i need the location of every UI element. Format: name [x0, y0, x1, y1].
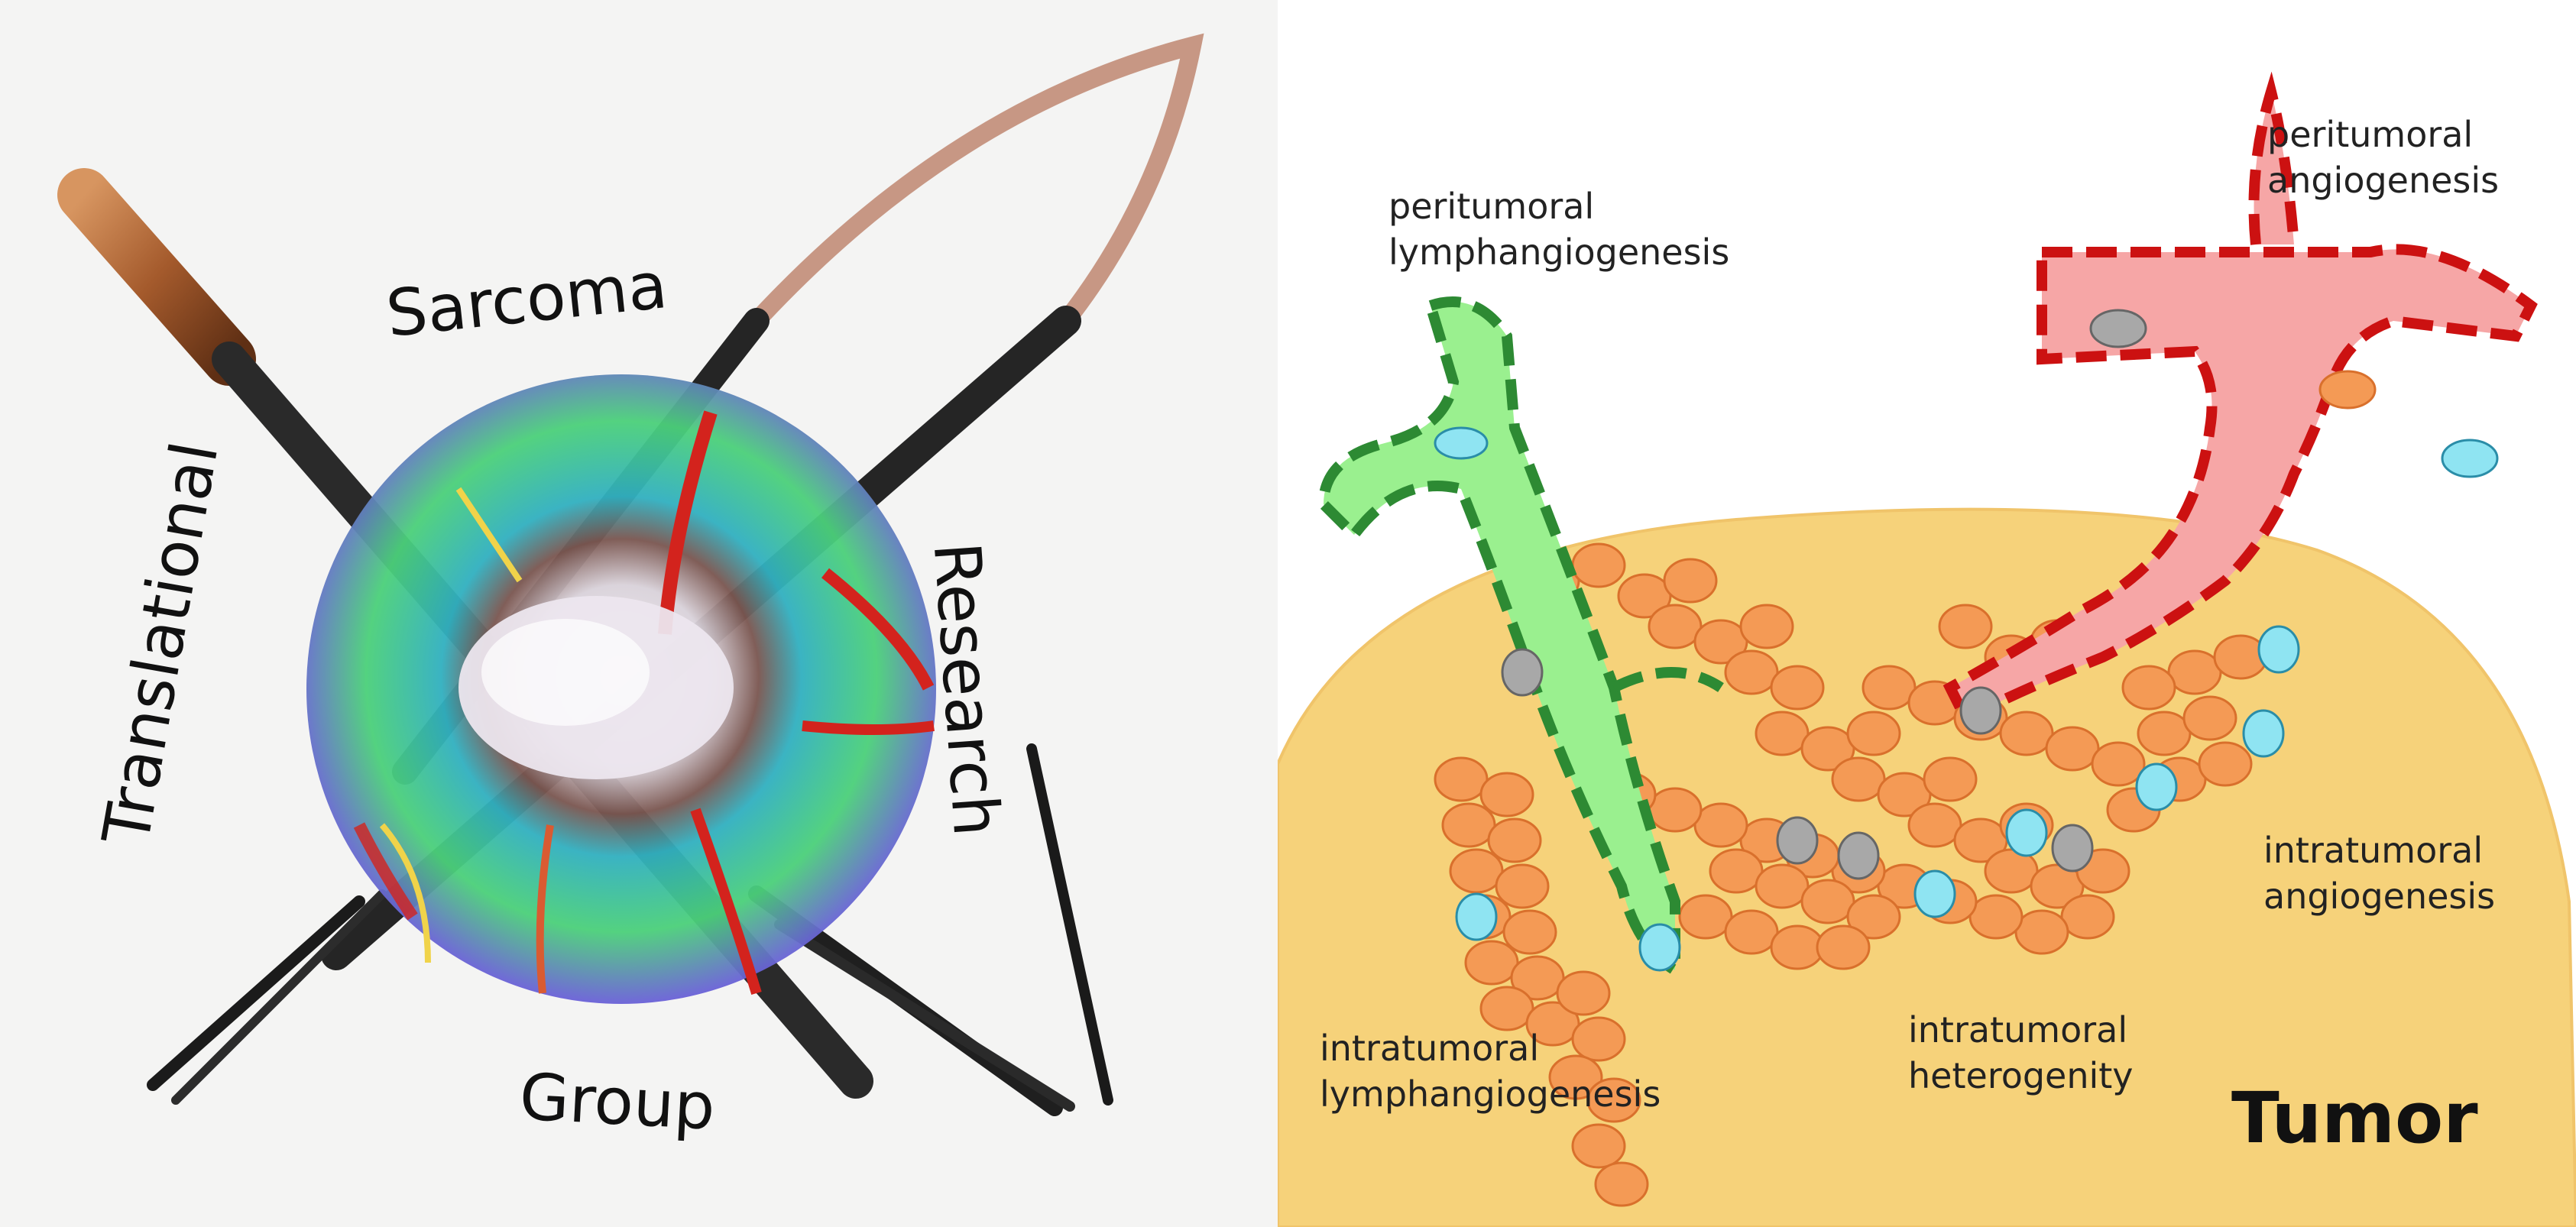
label-peritumoral-lymphangiogenesis: peritumoral lymphangiogenesis — [1388, 186, 1730, 273]
surgical-instruments-illustration — [57, 33, 1204, 1116]
label-intratumoral-heterogenity: intratumoral heterogenity — [1908, 1009, 2134, 1096]
grey-cells — [1501, 648, 2094, 880]
label-intratumoral-angiogenesis: intratumoral angiogenesis — [2263, 830, 2496, 917]
sarcoma-group-logo-panel: Sarcoma Translational Research Group — [0, 0, 1278, 1227]
blood-vessel — [1943, 71, 2538, 726]
logo-word-group: Group — [517, 1059, 718, 1144]
label-intratumoral-lymphangiogenesis: intratumoral lymphangiogenesis — [1320, 1028, 1661, 1115]
tumor-tissue-image — [306, 374, 936, 1004]
lymphatic-vessel — [1317, 296, 1724, 980]
label-peritumoral-angiogenesis: peritumoral angiogenesis — [2267, 114, 2500, 201]
immune-cells — [1455, 625, 2300, 972]
tumor-diagram-svg — [1278, 71, 2576, 1227]
tumor-angiogenesis-diagram: peritumoral lymphangiogenesis peritumora… — [1278, 0, 2576, 1227]
tumor-label: Tumor — [2231, 1077, 2478, 1159]
